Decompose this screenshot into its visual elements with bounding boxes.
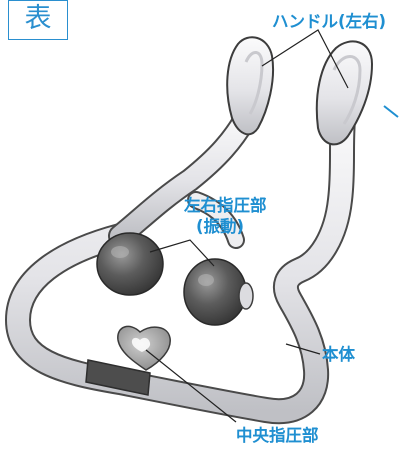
arrow-mark-icon xyxy=(384,106,398,117)
handle-label: ハンドル(左右) xyxy=(272,12,386,32)
side-tag: 表 xyxy=(8,0,68,40)
center-pressure-label: 中央指圧部 xyxy=(236,426,319,446)
side-pressure-sublabel: (振動) xyxy=(196,217,244,237)
right-handle xyxy=(317,41,372,144)
left-handle xyxy=(227,37,273,134)
side-pressure-label: 左右指圧部 xyxy=(184,196,267,216)
device-body xyxy=(18,108,344,411)
left-pressure-ball xyxy=(97,233,163,295)
right-pressure-ball xyxy=(184,259,253,325)
body-label: 本体 xyxy=(322,345,355,365)
